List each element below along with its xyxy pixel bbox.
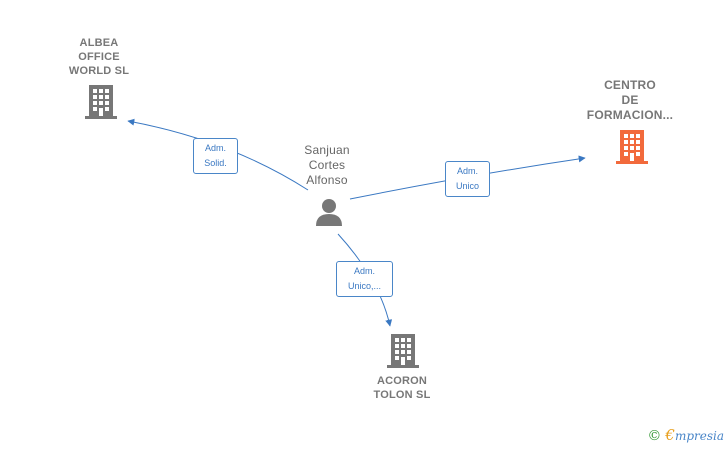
node-label-centro[interactable]: CENTRO DE FORMACION... [586,78,674,122]
brand-logo-letter: € [665,426,675,444]
copyright-symbol: © [647,428,662,444]
building-icon[interactable] [616,130,648,164]
edge-label-albea: Adm. Solid. [193,138,238,174]
building-icon[interactable] [85,85,117,119]
node-label-albea[interactable]: ALBEA OFFICE WORLD SL [68,37,130,77]
edge-label-centro: Adm. Unico [445,161,490,197]
person-icon[interactable] [314,197,344,227]
brand-name: mpresia [674,429,724,443]
edge-label-acoron: Adm. Unico,... [336,261,393,297]
building-icon[interactable] [387,334,419,368]
footer-brand: ©€mpresia [647,426,724,444]
node-label-acoron[interactable]: ACORON TOLON SL [373,375,431,401]
node-label-person[interactable]: Sanjuan Cortes Alfonso [304,143,350,187]
